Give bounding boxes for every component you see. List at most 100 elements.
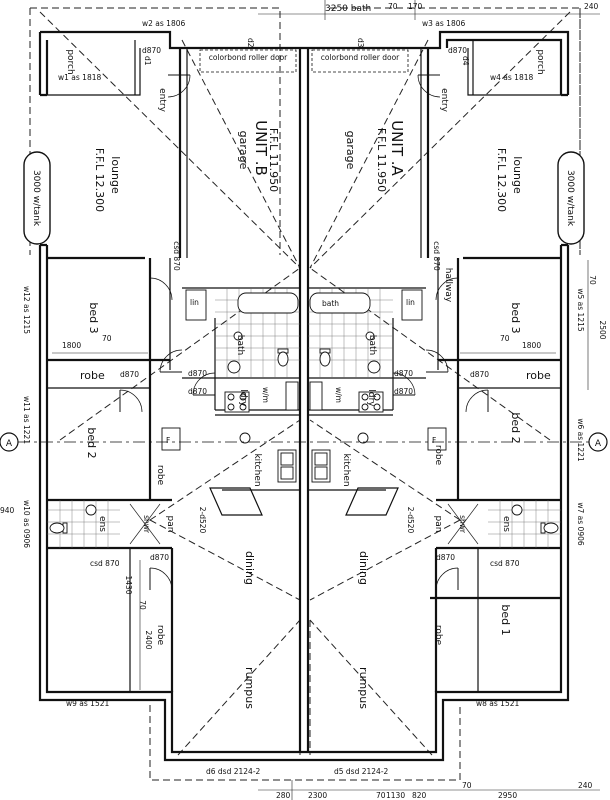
- section-markers: [0, 432, 608, 452]
- ens-a-label: ens: [501, 516, 511, 532]
- dim-bottom-2950: 2950: [498, 791, 517, 800]
- unit-a-ffl: F.F.L 11.950: [375, 128, 388, 192]
- water-tanks: [23, 151, 585, 245]
- door-d870-b-robe: d870: [120, 370, 139, 379]
- wm-a-label: w/m: [334, 387, 343, 403]
- water-tank-left-label: 3000 w/tank: [31, 170, 41, 227]
- dim-side-70: 70: [588, 275, 597, 285]
- dim-bottom-280: 280: [276, 791, 291, 800]
- pan-b-label: pan: [165, 516, 175, 533]
- bathtub-b: [237, 292, 299, 314]
- fridge-a: [427, 427, 447, 451]
- pan-a-label: pan: [433, 516, 443, 533]
- window-w7: w7 as 0906: [576, 502, 585, 545]
- d3-label: d3: [356, 38, 365, 48]
- wm-b-label: w/m: [261, 387, 270, 403]
- dimension-lines: [52, 0, 600, 800]
- door-swings: [119, 74, 489, 591]
- robe-a2-label: robe: [433, 445, 443, 466]
- dim-top-bath: 3250 bath: [325, 4, 371, 14]
- door-d870-a-bath: d870: [394, 369, 413, 378]
- fridge-a-label: F: [432, 436, 436, 445]
- door-d870-b-entry: d870: [142, 46, 161, 55]
- water-tank-left: [23, 151, 51, 245]
- bath-a-label: bath: [367, 335, 377, 355]
- csd-a-ens-label: csd 870: [490, 559, 520, 568]
- basin-b: [227, 360, 241, 374]
- roof-lines: [29, 7, 581, 781]
- window-w1: w1 as 1818: [58, 73, 101, 82]
- kitchen-sink-a: [311, 449, 331, 483]
- door-d5-label: d5 dsd 2124-2: [334, 767, 389, 776]
- csd-a-label: csd 870: [432, 241, 441, 271]
- bed2-b-label: bed 2: [85, 427, 98, 458]
- porch-b-label: porch: [65, 49, 75, 74]
- basin-ens-b: [85, 504, 97, 516]
- dim-bed3-70: 70: [102, 334, 112, 343]
- dim-bed3-a-70: 70: [500, 334, 510, 343]
- toilet-ens-b: [49, 522, 68, 534]
- rumpus-b-label: rumpus: [243, 667, 256, 709]
- linen-b: [185, 289, 207, 321]
- toilet-ens-a: [540, 522, 559, 534]
- csd-b-ens-label: csd 870: [90, 559, 120, 568]
- dim-bed3-1800: 1800: [62, 341, 81, 350]
- door-d870-b-bath: d870: [188, 369, 207, 378]
- window-w2: w2 as 1806: [142, 19, 185, 28]
- dim-top-70: 70: [388, 2, 398, 11]
- ens-b-label: ens: [97, 516, 107, 532]
- porch-a-label: porch: [535, 49, 545, 74]
- kitchen-b-label: kitchen: [252, 453, 262, 486]
- door-d870-a-hall: d870: [394, 387, 413, 396]
- window-w3: w3 as 1806: [422, 19, 465, 28]
- window-w8: w8 as 1521: [476, 699, 519, 708]
- external-walls: [38, 30, 570, 762]
- garage-doors: [199, 49, 409, 73]
- shwr-a-label: shwr: [458, 515, 467, 534]
- dim-bottom-70b: 70: [462, 781, 472, 790]
- door-d870-b-bed1: d870: [150, 553, 169, 562]
- dim-bottom-70a: 70: [376, 791, 386, 800]
- tile-grids: [47, 288, 561, 548]
- window-w6: w6 as 1221: [576, 418, 585, 461]
- lounge-b-ffl: F.F.L 12.300: [93, 148, 106, 212]
- dim-bottom-2300: 2300: [308, 791, 327, 800]
- robe-a3-label: robe: [433, 625, 443, 646]
- hallway-label: hallway: [443, 268, 453, 303]
- fridge-b-label: F: [166, 436, 170, 445]
- csd-b-label: csd 870: [172, 241, 181, 271]
- shwr-b-label: shwr: [142, 515, 151, 534]
- dim-bottom-820: 820: [412, 791, 427, 800]
- lounge-a-label: lounge: [511, 156, 524, 194]
- robe-a1-label: robe: [526, 369, 551, 382]
- section-marker-left-label: A: [6, 439, 13, 449]
- linen-a-label: lin: [406, 298, 415, 307]
- window-w10: w10 as 0906: [22, 500, 31, 548]
- dim-bottom-240: 240: [578, 781, 593, 790]
- window-w12: w12 as 1215: [22, 286, 31, 334]
- garage-door-label-b: colorbond roller door: [209, 53, 288, 62]
- toilet-b: [277, 348, 289, 367]
- linen-b-label: lin: [190, 298, 199, 307]
- robe-b3-label: robe: [155, 625, 165, 646]
- window-w5: w5 as 1215: [576, 288, 585, 331]
- basin-ens-a: [511, 504, 523, 516]
- basin-a: [367, 360, 381, 374]
- toilet-a: [319, 348, 331, 367]
- bed1-label: bed 1: [499, 604, 512, 635]
- dim-bed1-70: 70: [138, 600, 147, 610]
- section-marker-right-label: A: [595, 439, 602, 449]
- dim-top-240: 240: [584, 2, 599, 11]
- fixtures: [49, 289, 559, 534]
- dim-left-cut: 940: [0, 506, 15, 515]
- bath-b-label: bath: [235, 335, 245, 355]
- lounge-a-ffl: F.F.L 12.300: [495, 148, 508, 212]
- unit-b-title: UNIT .B: [252, 120, 270, 176]
- rumpus-a-label: rumpus: [357, 667, 370, 709]
- dim-bottom-1130: 1130: [386, 791, 405, 800]
- window-w4: w4 as 1818: [490, 73, 533, 82]
- dim-side-2500: 2500: [598, 320, 607, 339]
- door-d6-label: d6 dsd 2124-2: [206, 767, 261, 776]
